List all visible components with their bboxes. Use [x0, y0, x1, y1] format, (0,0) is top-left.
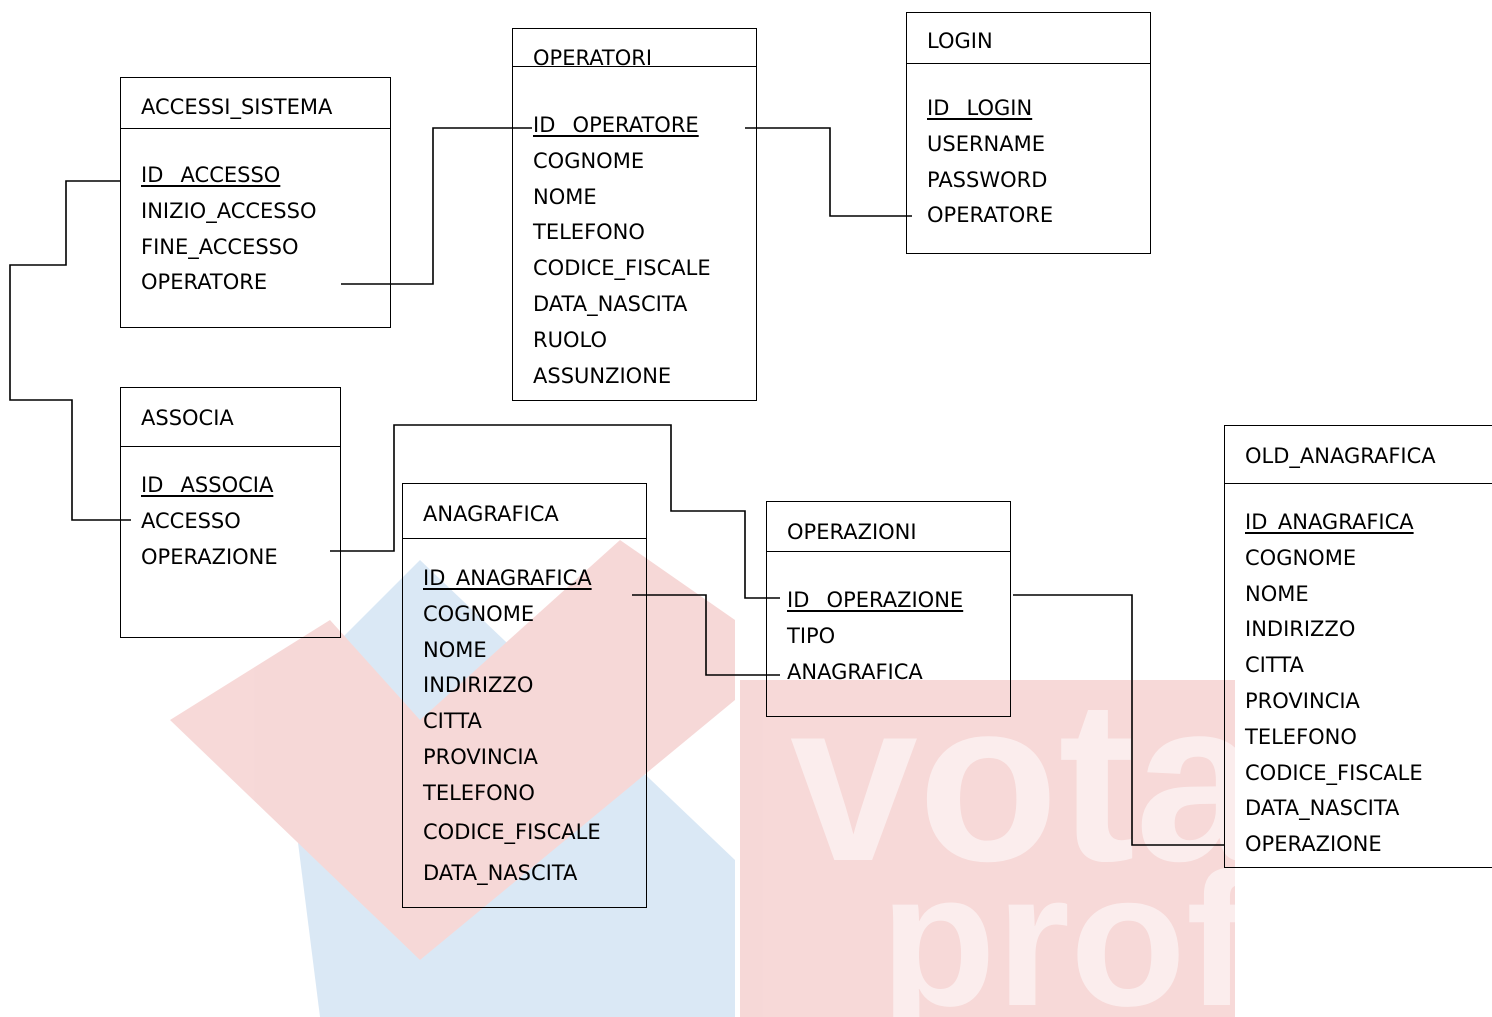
entity-accessi-sistema: ACCESSI_SISTEMA ID _ACCESSO INIZIO_ACCES…	[120, 77, 391, 328]
entity-login: LOGIN ID _LOGIN USERNAME PASSWORD OPERAT…	[906, 12, 1151, 254]
entity-field-list: ID _LOGIN USERNAME PASSWORD OPERATORE	[907, 64, 1150, 234]
field: COGNOME	[423, 601, 535, 626]
entity-field-list: ID _OPERATORE COGNOME NOME TELEFONO CODI…	[513, 67, 756, 394]
field: CODICE_FISCALE	[533, 256, 711, 281]
field: ASSUNZIONE	[533, 363, 672, 388]
entity-old-anagrafica: OLD_ANAGRAFICA ID_ANAGRAFICA COGNOME NOM…	[1224, 425, 1492, 868]
field: INDIRIZZO	[423, 673, 534, 698]
field: OPERAZIONE	[141, 544, 278, 569]
watermark-check-red	[170, 540, 735, 960]
field: OPERATORE	[141, 270, 268, 295]
entity-field-list: ID_ANAGRAFICA COGNOME NOME INDIRIZZO CIT…	[403, 539, 646, 894]
watermark-text-prof: prof	[880, 834, 1250, 1017]
field: PASSWORD	[927, 167, 1048, 192]
entity-operazioni: OPERAZIONI ID _OPERAZIONE TIPO ANAGRAFIC…	[766, 501, 1011, 717]
entity-title: OPERAZIONI	[767, 502, 1010, 552]
entity-title: ACCESSI_SISTEMA	[121, 78, 390, 129]
field: NOME	[423, 637, 487, 662]
field: NOME	[1245, 581, 1309, 606]
field: FINE_ACCESSO	[141, 234, 299, 259]
field-primary-key: ID _ACCESSO	[141, 163, 281, 187]
field: INDIRIZZO	[1245, 617, 1356, 642]
field: CODICE_FISCALE	[1245, 760, 1423, 785]
field: USERNAME	[927, 131, 1046, 156]
entity-title: OPERATORI	[513, 29, 756, 67]
entity-field-list: ID_ANAGRAFICA COGNOME NOME INDIRIZZO CIT…	[1225, 484, 1492, 863]
field: COGNOME	[1245, 545, 1357, 570]
field: OPERAZIONE	[1245, 832, 1382, 857]
entity-title: ANAGRAFICA	[403, 484, 646, 539]
field: CITTA	[423, 709, 482, 734]
field: PROVINCIA	[423, 744, 538, 769]
field: COGNOME	[533, 148, 645, 173]
field: DATA_NASCITA	[423, 860, 578, 885]
field: ANAGRAFICA	[787, 659, 923, 684]
field: NOME	[533, 184, 597, 209]
entity-field-list: ID _ACCESSO INIZIO_ACCESSO FINE_ACCESSO …	[121, 129, 390, 301]
entity-field-list: ID _OPERAZIONE TIPO ANAGRAFICA	[767, 552, 1010, 690]
field: RUOLO	[533, 327, 607, 352]
entity-associa: ASSOCIA ID _ASSOCIA ACCESSO OPERAZIONE	[120, 387, 341, 638]
entity-field-list: ID _ASSOCIA ACCESSO OPERAZIONE	[121, 447, 340, 575]
field-primary-key: ID _LOGIN	[927, 96, 1033, 120]
field: ACCESSO	[141, 508, 241, 533]
field-primary-key: ID _ASSOCIA	[141, 473, 274, 497]
field: TELEFONO	[533, 220, 645, 245]
field: TELEFONO	[1245, 724, 1357, 749]
field: PROVINCIA	[1245, 688, 1360, 713]
entity-title: OLD_ANAGRAFICA	[1225, 426, 1492, 484]
entity-title: LOGIN	[907, 13, 1150, 64]
entity-operatori: OPERATORI ID _OPERATORE COGNOME NOME TEL…	[512, 28, 757, 401]
field-primary-key: ID_ANAGRAFICA	[1245, 510, 1414, 534]
field-primary-key: ID_ANAGRAFICA	[423, 566, 592, 590]
field: INIZIO_ACCESSO	[141, 198, 317, 223]
field-primary-key: ID _OPERATORE	[533, 113, 699, 137]
field: OPERATORE	[927, 203, 1054, 228]
field: TIPO	[787, 623, 836, 648]
entity-title: ASSOCIA	[121, 388, 340, 447]
field: CODICE_FISCALE	[423, 819, 601, 844]
field: TELEFONO	[423, 780, 535, 805]
watermark-check-blue	[280, 560, 735, 1017]
entity-anagrafica: ANAGRAFICA ID_ANAGRAFICA COGNOME NOME IN…	[402, 483, 647, 908]
field: DATA_NASCITA	[1245, 796, 1400, 821]
field-primary-key: ID _OPERAZIONE	[787, 588, 964, 612]
field: DATA_NASCITA	[533, 291, 688, 316]
field: CITTA	[1245, 653, 1304, 678]
